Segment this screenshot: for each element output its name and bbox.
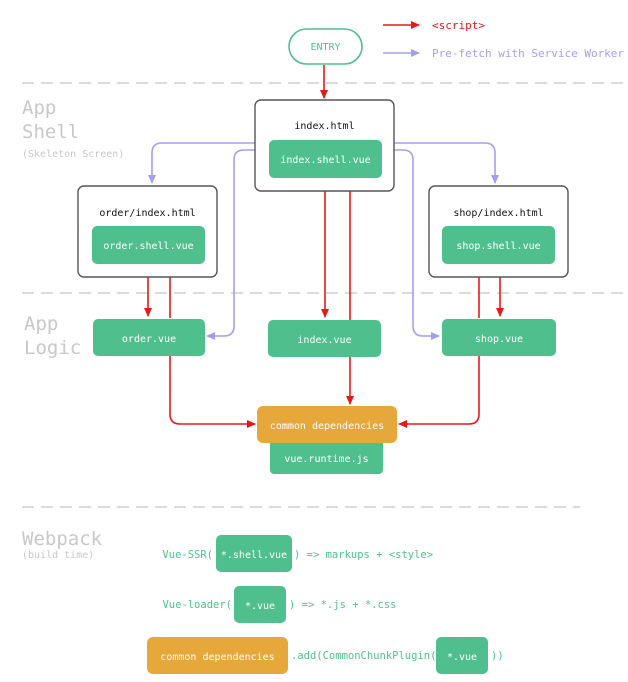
vue-runtime-label: vue.runtime.js [284,454,368,465]
entry-node [288,28,363,65]
index-vue-label: index.vue [297,335,351,346]
webpack-chunk-suffix: )) [491,650,504,662]
order-vue-label: order.vue [122,334,176,345]
section-app-shell-sub: (Skeleton Screen) [22,149,124,160]
legend-prefetch-label: Pre-fetch with Service Worker [432,47,624,60]
order-html-label: order/index.html [99,208,195,219]
script-arrows [144,65,504,428]
section-webpack-sub: (build time) [22,550,94,561]
webpack-ssr-box [216,535,292,572]
section-app-shell-line1: App [22,97,56,119]
webpack-loader-suffix: ) => *.js + *.css [289,599,396,611]
order-shell-vue-label: order.shell.vue [103,241,193,252]
common-deps-label: common dependencies [270,421,384,432]
webpack-common-box [147,637,288,674]
webpack-common-box-label: common dependencies [160,652,274,663]
prefetch-arrow-order-shell [148,142,255,184]
webpack-ssr-box-label: *.shell.vue [221,550,287,561]
common-deps-box [257,406,397,443]
script-arrow-ordervue-common [169,356,256,428]
webpack-chunk-prefix: .add(CommonChunkPlugin( [291,650,436,662]
webpack-chunk-box-label: *.vue [447,652,477,663]
section-app-logic-line2: Logic [24,337,81,359]
prefetch-arrows [148,142,499,340]
webpack-ssr-suffix: ) => markups + <style> [294,549,433,561]
index-shell-vue-label: index.shell.vue [280,155,370,166]
prefetch-arrow-order-vue [206,149,269,340]
webpack-loader-box-label: *.vue [245,601,275,612]
legend: <script> Pre-fetch with Service Worker [383,19,624,60]
legend-script-label: <script> [432,19,485,32]
webpack-loader-box [234,586,286,623]
entry-label: ENTRY [310,42,340,53]
section-webpack-title: Webpack [22,528,103,550]
webpack-chunk-box [436,637,488,674]
index-html-label: index.html [294,121,354,132]
shop-vue-label: shop.vue [475,334,523,345]
order-vue-box [93,319,205,356]
shop-shell-vue-label: shop.shell.vue [456,241,540,252]
index-shell-vue-box [269,140,382,178]
shop-html-label: shop/index.html [453,208,543,219]
vue-runtime-box [270,440,383,474]
shop-vue-box [442,319,556,356]
webpack-loader-prefix: Vue-loader( [162,599,232,611]
script-arrow-shopvue-common [398,356,480,428]
section-app-logic-line1: App [24,313,58,335]
prefetch-arrow-shop-shell [394,142,499,184]
shop-shell-vue-box [442,226,555,264]
webpack-ssr-prefix: Vue-SSR( [162,549,213,561]
section-app-shell-line2: Shell [22,121,79,143]
prefetch-arrow-shop-vue [380,149,440,340]
index-vue-box [268,320,381,357]
order-shell-vue-box [92,226,205,264]
